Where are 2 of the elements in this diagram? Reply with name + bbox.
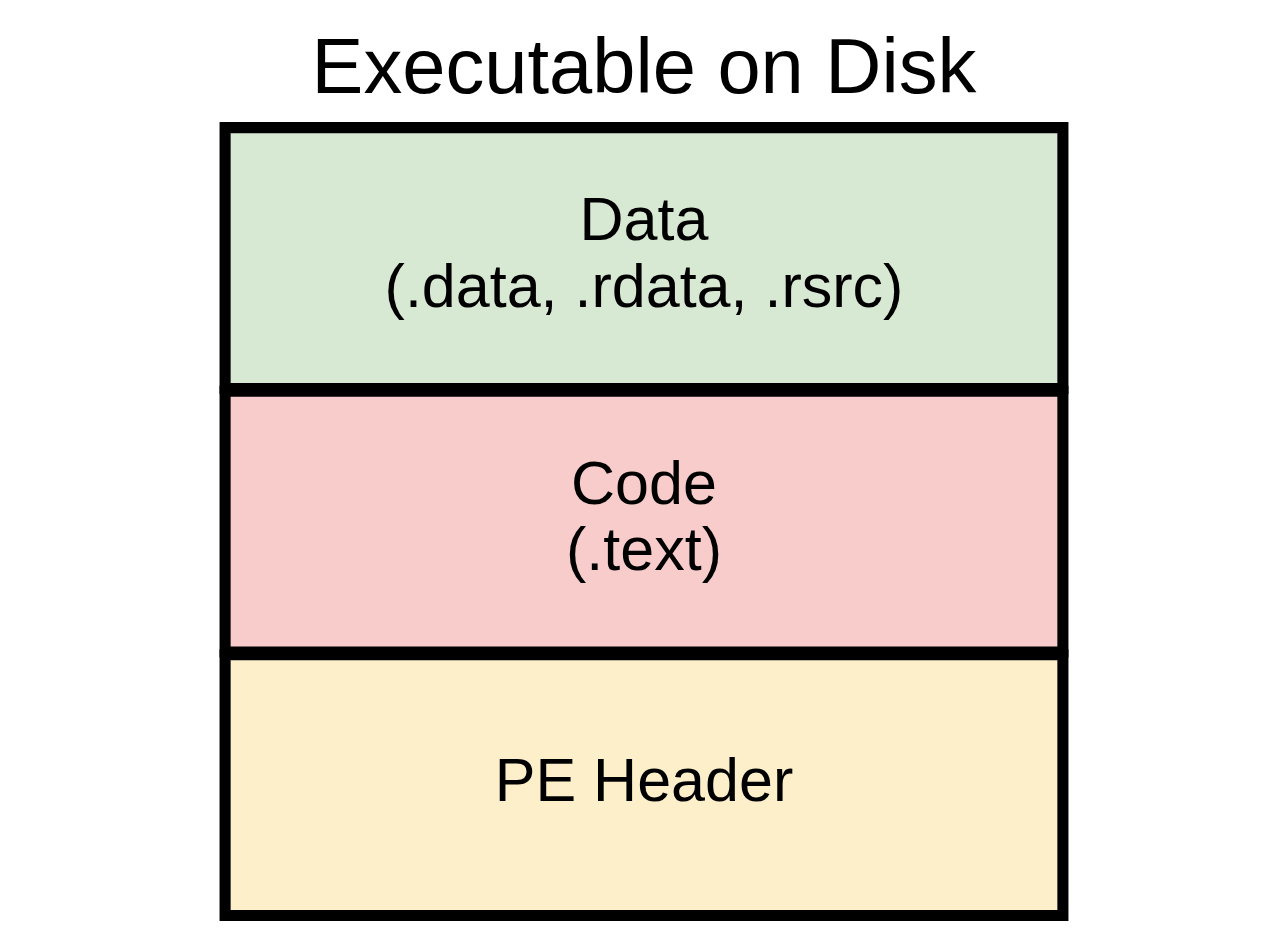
- diagram-title: Executable on Disk: [311, 22, 976, 109]
- node-box: Data (.data, .rdata, .rsrc): [219, 122, 1068, 394]
